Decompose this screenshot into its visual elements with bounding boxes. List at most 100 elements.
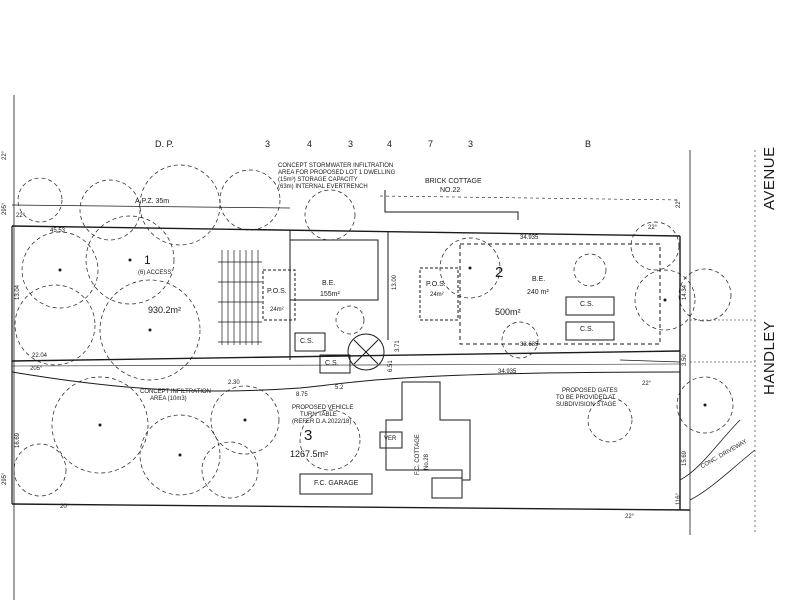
- verandah-label: VER: [384, 436, 397, 442]
- tree-canopy: [335, 305, 365, 335]
- tree-canopy: [99, 279, 201, 381]
- tree-trunk: [178, 453, 182, 457]
- water-tank: [347, 333, 385, 371]
- gates-note-3: SUBDIVISION STAGE: [556, 402, 617, 408]
- tree-canopy: [85, 215, 175, 305]
- dimension-label: 3.50: [682, 354, 688, 366]
- dimension-label: 13.04: [15, 284, 21, 300]
- access-line-b: [11, 363, 681, 367]
- tree-canopy: [573, 253, 607, 287]
- bearing-label: 116°: [676, 493, 682, 505]
- tree-canopy: [630, 221, 680, 271]
- stormwater-note-1: CONCEPT STORMWATER INFILTRATION: [278, 163, 394, 169]
- concrete-driveway-curve-2: [689, 449, 756, 501]
- bearing-label: 205°: [30, 366, 43, 372]
- lot2-pos-area: 24m²: [430, 292, 444, 298]
- tree-canopy: [304, 189, 356, 241]
- fc-garage: [299, 473, 373, 495]
- tree-canopy: [17, 177, 63, 223]
- lot-boundary-bottom: [11, 503, 691, 511]
- fc-cottage-number: No.28: [424, 453, 430, 470]
- cs-box-lot2b: [565, 321, 615, 341]
- bearing-label: 295°: [2, 202, 8, 215]
- bearing-label: 22°: [648, 225, 658, 231]
- tree-canopy: [676, 376, 734, 434]
- infiltration-note-2: AREA (10m3): [150, 396, 187, 402]
- tree-canopy: [439, 237, 501, 299]
- bearing-label: 295°: [2, 472, 8, 485]
- tree-canopy: [14, 284, 96, 366]
- tree-canopy: [219, 169, 281, 231]
- tank-cross-b: [353, 339, 379, 365]
- lot3-area: 1267.5m²: [290, 449, 329, 459]
- lot2-pos-label: P.O.S.: [426, 281, 446, 288]
- tree-trunks: [58, 258, 707, 457]
- tree-canopy: [139, 164, 221, 246]
- infiltration-note-1: CONCEPT INFILTRATION: [140, 389, 212, 395]
- tree-canopy: [201, 441, 259, 499]
- tree-trunk: [58, 268, 62, 272]
- cs-box-lot2a: [565, 296, 615, 316]
- bearing-label: 22°: [642, 381, 652, 387]
- bearing-label: 22°: [2, 150, 8, 160]
- lot1-cs-a: C.S.: [300, 338, 314, 345]
- tree-trunk: [148, 328, 152, 332]
- dp-label: D. P.: [155, 139, 174, 149]
- concrete-driveway-curve: [679, 419, 741, 481]
- lot3-number: 3: [304, 427, 313, 444]
- fc-cottage-annex: [431, 477, 463, 499]
- apz-label: A.P.Z. 35m: [135, 198, 170, 205]
- access-driveway: [11, 371, 681, 392]
- bearing-label: 22°: [625, 514, 635, 520]
- building-envelope-lot2: [459, 243, 661, 345]
- street-name-handley: HANDLEY: [761, 320, 778, 395]
- lot-boundary-middle: [11, 350, 681, 362]
- tree-canopy: [210, 385, 280, 455]
- dimension-label: 3.71: [395, 340, 401, 352]
- tree-canopy: [634, 269, 696, 331]
- dimension-label: 14.34: [682, 284, 688, 300]
- stormwater-note-2: AREA FOR PROPOSED LOT 1 DWELLING: [278, 170, 396, 176]
- dimension-label: 13.00: [392, 274, 398, 290]
- infiltration-hatch: [218, 250, 262, 345]
- tree-trunk: [128, 258, 132, 262]
- verandah-box: [379, 431, 403, 449]
- fc-cottage-label: F.C. COTTAGE: [415, 434, 421, 475]
- street-name-avenue: AVENUE: [761, 146, 778, 210]
- bearing-label: 20°: [60, 504, 70, 510]
- lot1-access: (6) ACCESS: [138, 270, 172, 276]
- dp-digit: 4: [307, 139, 313, 149]
- tree-canopy: [501, 321, 539, 359]
- dimension-label: 22.04: [32, 353, 48, 359]
- brick-cottage-label: BRICK COTTAGE: [425, 178, 482, 185]
- lot2-cs-a: C.S.: [580, 301, 594, 308]
- gate-line: [619, 359, 681, 363]
- gates-note-1: PROPOSED GATES: [562, 388, 618, 394]
- tree-trunk: [663, 298, 667, 302]
- cs-box-lot1b: [319, 354, 351, 374]
- tree-trunk: [703, 403, 707, 407]
- dashed-easement: [379, 195, 681, 201]
- lot1-area: 930.2m²: [148, 305, 182, 315]
- tree-canopy: [139, 414, 221, 496]
- brick-cottage-outline: [384, 190, 519, 220]
- dimension-label: 33.635: [520, 342, 539, 348]
- dp-digit: 4: [387, 139, 393, 149]
- lot2-area: 500m²: [495, 307, 521, 317]
- tree-canopy: [13, 443, 67, 497]
- gates-note-2: TO BE PROVIDED AT: [556, 395, 616, 401]
- lot1-be-label: B.E.: [322, 280, 336, 287]
- tree-canopy: [299, 409, 361, 471]
- stormwater-note-3: (15m³) STORAGE CAPACITY: [278, 177, 358, 183]
- lot2-cs-b: C.S.: [580, 326, 594, 333]
- dimension-label: 2.30: [228, 380, 240, 386]
- dp-b-label: B: [585, 139, 592, 149]
- dimension-label: 34.935: [498, 369, 517, 375]
- bearing-label: 22°: [16, 213, 26, 219]
- lot2-be-label: B.E.: [532, 276, 546, 283]
- bearing-label: 22°: [676, 198, 682, 208]
- tree-trunk: [468, 266, 472, 270]
- cs-box-lot1a: [294, 332, 326, 352]
- apz-line: [11, 204, 291, 209]
